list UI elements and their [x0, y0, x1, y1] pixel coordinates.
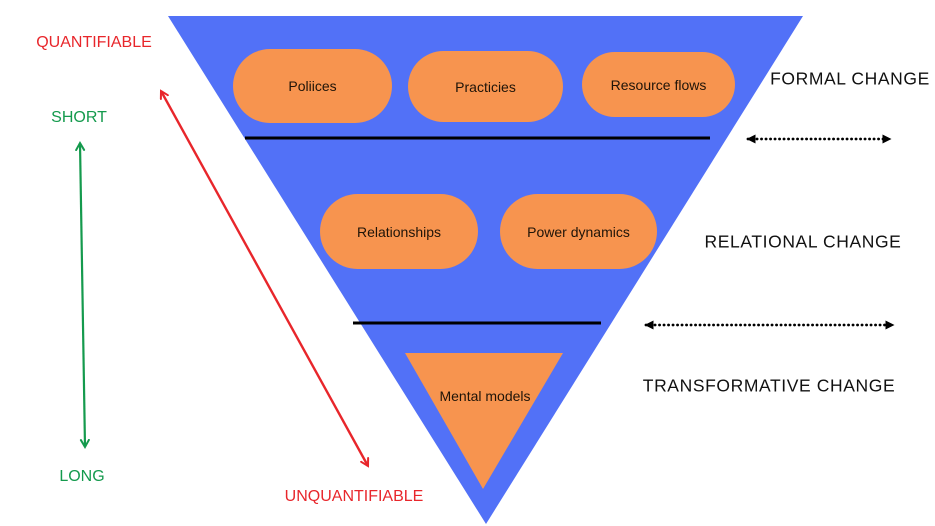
- mental-models-triangle: [405, 353, 563, 489]
- node-resource-flows: Resource flows: [582, 52, 735, 117]
- label-long: LONG: [59, 468, 105, 485]
- node-mental-models-label: Mental models: [439, 388, 531, 404]
- label-unquantifiable: UNQUANTIFIABLE: [284, 488, 424, 505]
- node-resource-flows-label: Resource flows: [610, 76, 707, 93]
- node-power-dynamics-label: Power dynamics: [527, 223, 630, 240]
- node-practices: Practicies: [408, 51, 563, 122]
- quantifiability-axis-arrow: [159, 89, 370, 468]
- label-formal-change: FORMAL CHANGE: [770, 68, 930, 89]
- label-short: SHORT: [51, 109, 107, 126]
- node-policies: Poliices: [233, 49, 392, 123]
- label-transformative-change: TRANSFORMATIVE CHANGE: [642, 375, 896, 396]
- node-relationships: Relationships: [320, 194, 478, 269]
- node-practices-label: Practicies: [455, 78, 516, 95]
- label-quantifiable: QUANTIFIABLE: [36, 34, 152, 51]
- node-relationships-label: Relationships: [356, 223, 442, 240]
- label-relational-change: RELATIONAL CHANGE: [704, 231, 902, 252]
- node-power-dynamics: Power dynamics: [500, 194, 657, 269]
- time-axis-arrow: [75, 140, 90, 450]
- node-policies-label: Poliices: [288, 78, 337, 94]
